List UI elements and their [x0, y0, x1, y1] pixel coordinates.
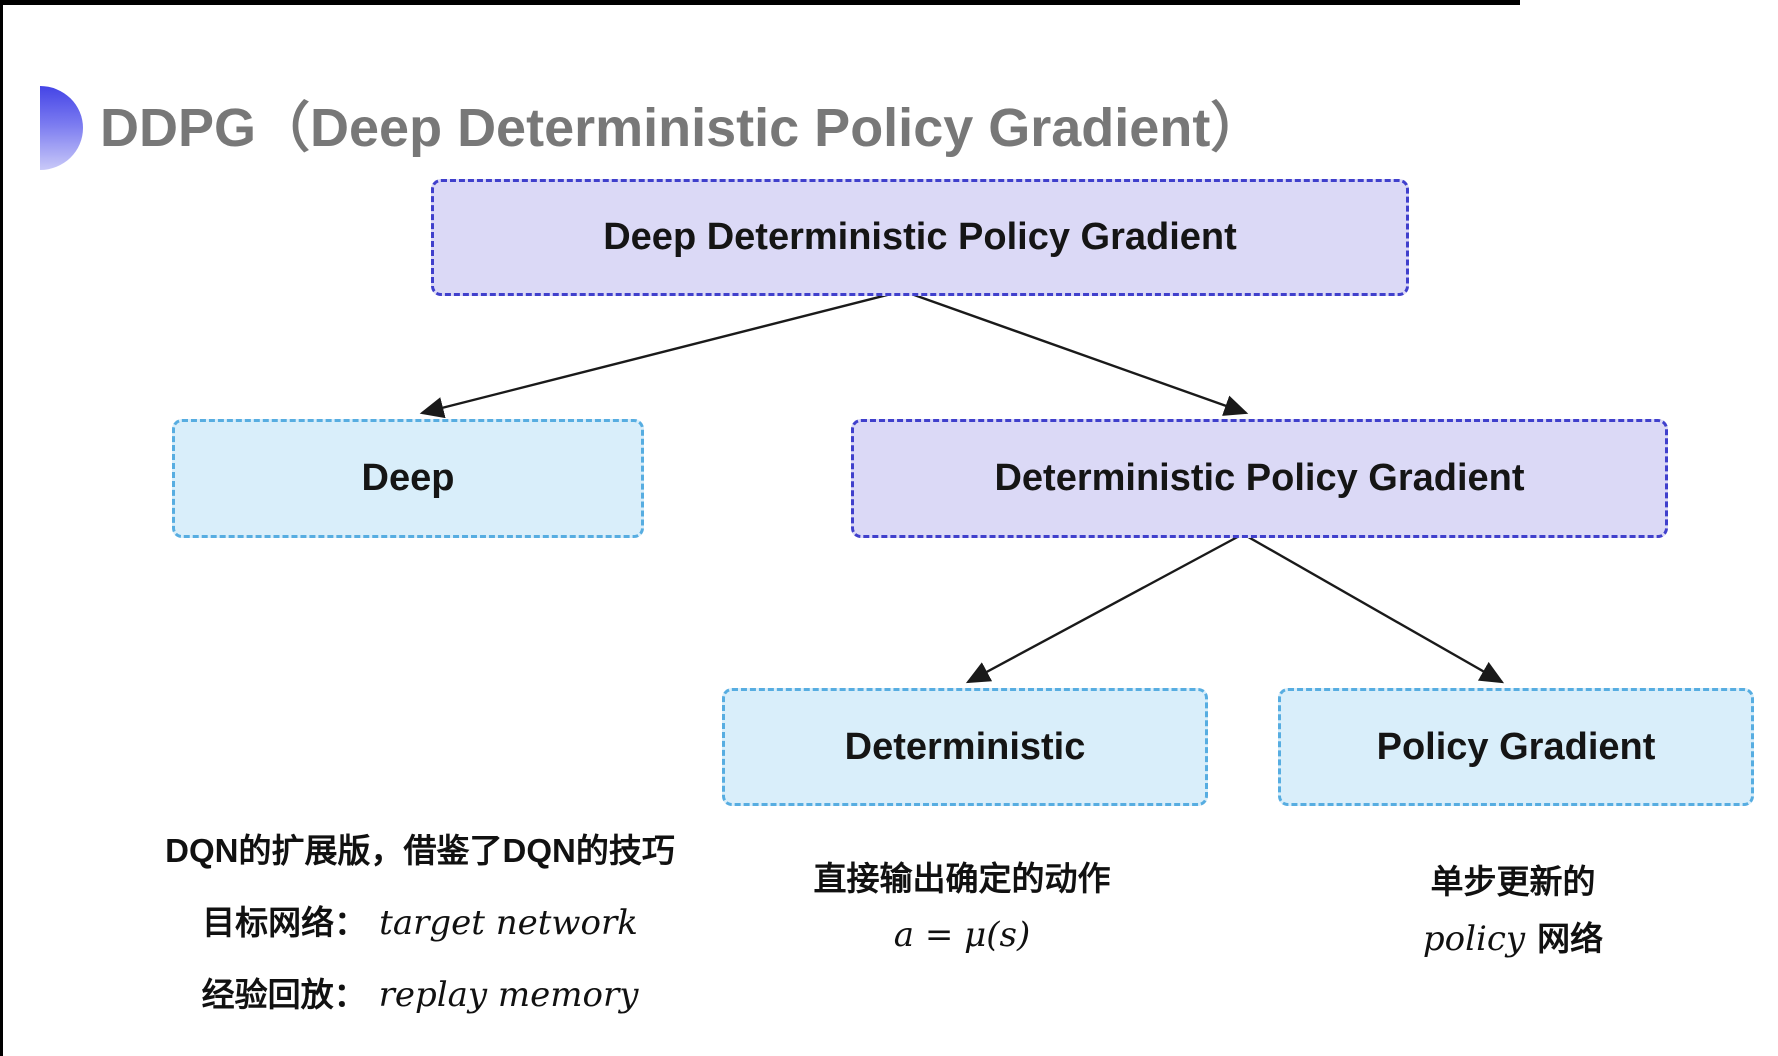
note-text-zh: 网络	[1537, 920, 1604, 957]
note-deep: DQN的扩展版，借鉴了DQN的技巧 目标网络： target network 经…	[120, 824, 720, 1016]
screen-edge-top	[0, 0, 1520, 5]
note-text: 单步更新的	[1430, 863, 1596, 900]
note-text-en: policy	[1422, 919, 1526, 959]
node-label: Deterministic Policy Gradient	[994, 457, 1525, 499]
node-deep-deterministic-policy-gradient: Deep Deterministic Policy Gradient	[431, 179, 1409, 296]
title-bullet-icon	[40, 86, 83, 170]
note-pg-line2: policy 网络	[1423, 912, 1603, 960]
note-deep-line1: DQN的扩展版，借鉴了DQN的技巧	[165, 824, 675, 872]
arrow-dpg-to-policy-gradient	[1242, 532, 1505, 684]
node-deep: Deep	[172, 419, 644, 538]
screen-edge-left	[0, 0, 3, 1056]
note-text: 直接输出确定的动作	[813, 860, 1111, 897]
note-policy-gradient: 单步更新的 policy 网络	[1330, 855, 1696, 960]
note-text: DQN的扩展版，借鉴了DQN的技巧	[165, 832, 675, 869]
node-deterministic-policy-gradient: Deterministic Policy Gradient	[851, 419, 1668, 538]
note-pg-line1: 单步更新的	[1431, 855, 1596, 903]
node-label: Policy Gradient	[1376, 725, 1656, 768]
note-deep-replay-memory: 经验回放： replay memory	[202, 968, 639, 1016]
node-policy-gradient: Policy Gradient	[1278, 688, 1754, 806]
node-label: Deep	[361, 457, 455, 499]
note-det-line1: 直接输出确定的动作	[814, 852, 1111, 900]
node-deterministic: Deterministic	[722, 688, 1208, 806]
note-text-en: target network	[379, 903, 638, 943]
page-title: DDPG（Deep Deterministic Policy Gradient）	[100, 98, 1265, 158]
arrow-root-to-deep	[419, 289, 904, 419]
arrow-root-to-dpg	[902, 289, 1249, 416]
note-deterministic: 直接输出确定的动作 a = μ(s)	[762, 852, 1162, 955]
node-label: Deep Deterministic Policy Gradient	[603, 216, 1237, 258]
node-label: Deterministic	[844, 725, 1086, 768]
note-det-formula: a = μ(s)	[894, 915, 1030, 955]
note-text-zh: 目标网络：	[202, 904, 368, 941]
formula-text: a = μ(s)	[893, 915, 1031, 955]
arrow-dpg-to-deterministic	[965, 532, 1244, 684]
note-text-zh: 经验回放：	[201, 976, 367, 1013]
note-deep-target-network: 目标网络： target network	[202, 896, 638, 944]
note-text-en: replay memory	[378, 975, 639, 1015]
